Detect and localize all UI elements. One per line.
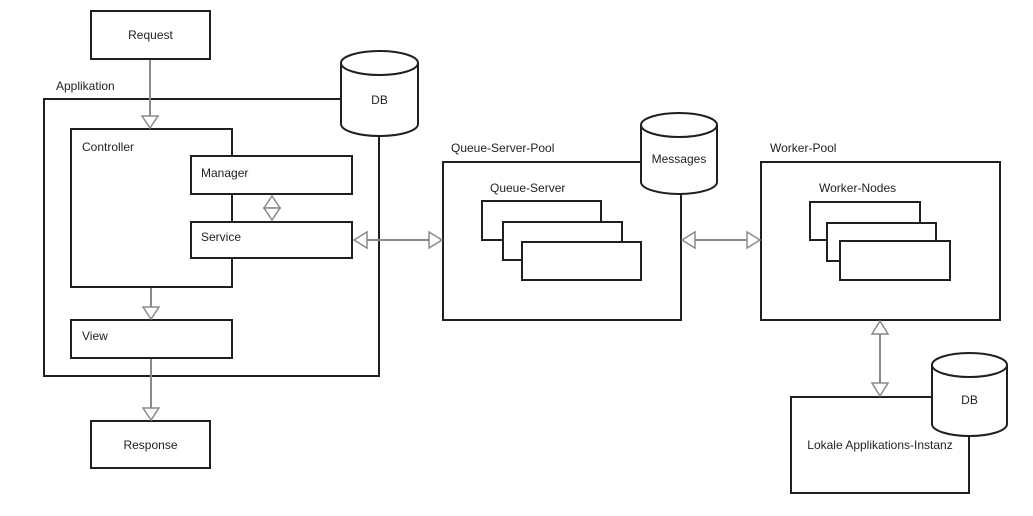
request-box: Request bbox=[90, 10, 211, 60]
response-label: Response bbox=[123, 437, 178, 452]
arrowhead-right-icon bbox=[428, 230, 444, 250]
worker-pool-label: Worker-Pool bbox=[770, 141, 837, 155]
queue-server-pool-label: Queue-Server-Pool bbox=[451, 141, 555, 155]
service-label: Service bbox=[201, 230, 242, 244]
arrowhead-down-icon bbox=[141, 407, 161, 422]
applikation-container bbox=[43, 98, 380, 377]
database-icon bbox=[931, 352, 1008, 437]
database-icon bbox=[340, 50, 419, 137]
arrowhead-down-icon bbox=[870, 382, 890, 398]
db-applikation-cylinder: DB bbox=[340, 50, 419, 137]
response-box: Response bbox=[90, 420, 211, 469]
manager-box bbox=[190, 155, 353, 195]
view-label: View bbox=[82, 329, 108, 343]
worker-node-box-3 bbox=[839, 240, 951, 281]
lokale-applikations-instanz-label: Lokale Applikations-Instanz bbox=[807, 438, 953, 452]
service-box bbox=[190, 221, 353, 259]
database-icon bbox=[640, 112, 718, 195]
messages-label: Messages bbox=[651, 152, 707, 166]
db-applikation-label: DB bbox=[371, 93, 388, 107]
arrowhead-left-icon bbox=[680, 230, 696, 250]
db-lokal-label: DB bbox=[961, 393, 978, 407]
request-label: Request bbox=[128, 28, 173, 42]
queue-server-label: Queue-Server bbox=[490, 181, 566, 195]
arrowhead-right-icon bbox=[746, 230, 762, 250]
controller-label: Controller bbox=[82, 140, 135, 154]
queue-server-box-3 bbox=[521, 241, 642, 281]
manager-label: Manager bbox=[201, 166, 249, 180]
applikation-label: Applikation bbox=[56, 79, 115, 93]
worker-nodes-label: Worker-Nodes bbox=[819, 181, 897, 195]
arrowhead-up-icon bbox=[870, 319, 890, 335]
messages-cylinder: Messages bbox=[640, 112, 718, 195]
db-lokal-cylinder: DB bbox=[931, 352, 1008, 437]
